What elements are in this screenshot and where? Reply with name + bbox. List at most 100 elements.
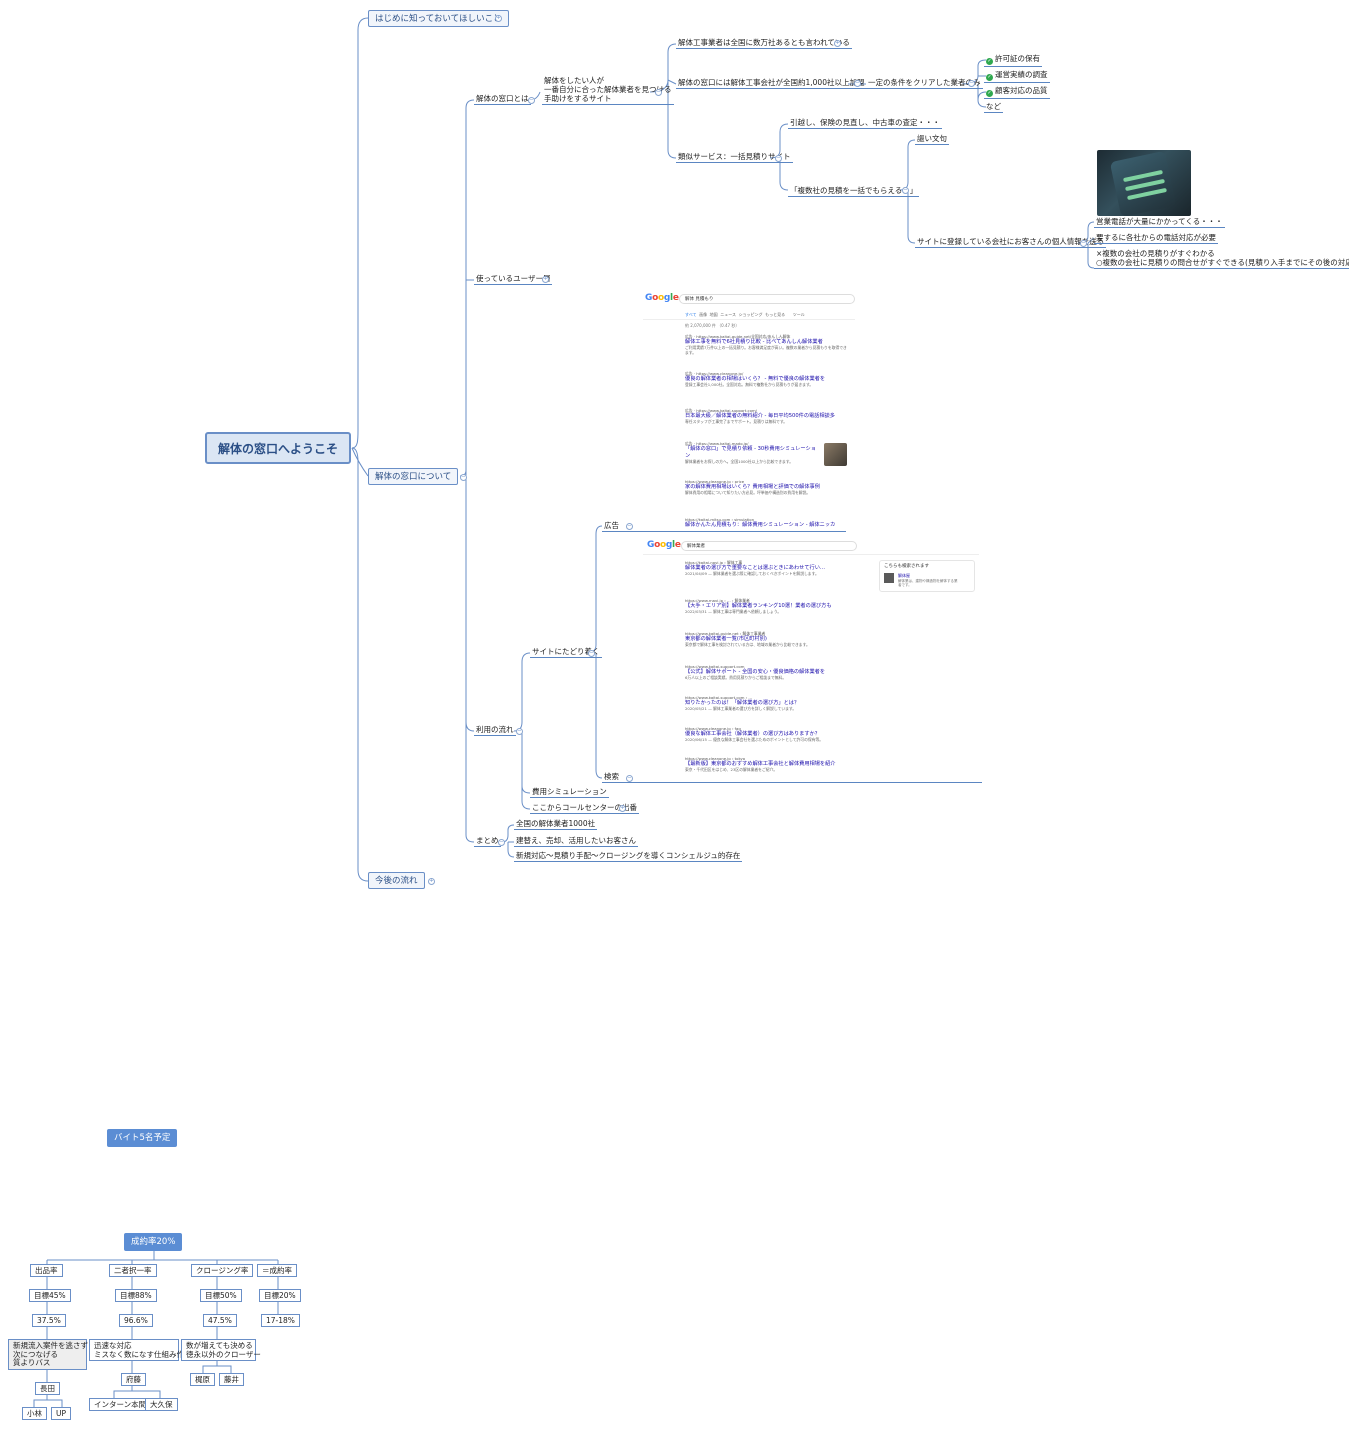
org-top-conversion[interactable]: 成約率20%	[124, 1233, 183, 1251]
org-col1-owner[interactable]: 長田	[35, 1382, 60, 1395]
related-thumbnail	[884, 573, 894, 583]
root-node[interactable]: 解体の窓口へようこそ	[205, 432, 351, 464]
org-col2-owner[interactable]: 府藤	[121, 1373, 146, 1386]
org-col1-member[interactable]: 小林	[22, 1407, 47, 1420]
node-summary[interactable]: まとめ	[474, 836, 501, 847]
node-partners[interactable]: 解体の窓口には解体工事会社が全国約1,000社以上加盟	[676, 78, 867, 89]
collapse-icon[interactable]: −	[902, 187, 909, 194]
node-criteria-record[interactable]: ✓運営実績の調査	[984, 70, 1050, 83]
node-criteria-etc[interactable]: など	[984, 102, 1003, 113]
org-col1-actual[interactable]: 37.5%	[32, 1314, 66, 1327]
check-icon: ✓	[986, 58, 993, 65]
org-col2-label[interactable]: 二者択一率	[109, 1264, 157, 1277]
collapse-icon[interactable]: −	[968, 80, 975, 87]
org-col3-label[interactable]: クロージング率	[191, 1264, 254, 1277]
node-users[interactable]: 使っているユーザー層	[474, 274, 553, 285]
node-industry-count[interactable]: 解体工事業者は全国に数万社あるとも言われている	[676, 38, 852, 49]
node-summary-customers[interactable]: 建替え、売却、活用したいお客さん	[514, 836, 638, 847]
result-thumbnail	[824, 443, 847, 466]
org-col1-member[interactable]: UP	[51, 1407, 72, 1420]
collapse-icon[interactable]: −	[626, 523, 633, 530]
collapse-icon[interactable]: −	[1080, 240, 1087, 247]
search-box: 解体 見積もり	[679, 294, 855, 304]
node-criteria-quality[interactable]: ✓顧客対応の品質	[984, 86, 1050, 99]
collapse-icon[interactable]: −	[655, 89, 662, 96]
org-col4-target[interactable]: 目標20%	[259, 1289, 301, 1302]
search-tabs: すべて 画像 地図 ニュース ショッピング もっと見る ツール	[685, 312, 805, 317]
collapse-icon[interactable]: −	[854, 80, 861, 87]
result-item: https://kaitai-navi.jp › 解体工事解体業者の選び方で重要…	[685, 560, 826, 576]
org-col1-label[interactable]: 出品率	[30, 1264, 63, 1277]
result-item: https://www.kaitai-guide.net › 解体工事業者東京都…	[685, 631, 810, 647]
search-ad-screenshot: Google 解体 見積もり すべて 画像 地図 ニュース ショッピング もっと…	[643, 290, 855, 532]
node-summary-concierge[interactable]: 新規対応～見積り手配～クロージングを導くコンシェルジュ的存在	[514, 851, 743, 862]
node-what-is-desc[interactable]: 解体をしたい人が 一番自分に合った解体業者を見つける 手助けをするサイト	[542, 76, 674, 105]
node-catchphrase-title[interactable]: 謳い文句	[915, 134, 949, 145]
node-intro[interactable]: はじめに知っておいてほしいこと	[368, 10, 509, 27]
result-item: 広告 · https://www.kaitai-mado.jp/「解体の窓口」で…	[685, 441, 816, 464]
check-icon: ✓	[986, 74, 993, 81]
result-count: 約 2,070,000 件 （0.47 秒）	[685, 323, 740, 328]
org-col1-target[interactable]: 目標45%	[29, 1289, 71, 1302]
org-col1-action[interactable]: 新規流入案件を逃さず 次につなげる 質よりバス	[8, 1339, 88, 1370]
check-icon: ✓	[986, 90, 993, 97]
collapse-icon[interactable]: −	[516, 728, 523, 735]
node-drawback-phone[interactable]: 要するに各社からの電話対応が必要	[1094, 233, 1218, 244]
org-col2-member[interactable]: 大久保	[145, 1398, 178, 1411]
node-search[interactable]: 検索	[602, 772, 982, 783]
node-flow[interactable]: 利用の流れ	[474, 725, 516, 736]
search-box: 解体業者	[681, 541, 857, 551]
node-simulation[interactable]: 費用シミュレーション	[530, 787, 609, 798]
org-col3-action[interactable]: 数が増えても決める 徳永以外のクローザー	[181, 1339, 261, 1361]
related-search-card: こちらも検索されます 解体屋 解体業は、建物や構造物を解体する業者です。	[879, 560, 975, 592]
collapse-icon[interactable]: −	[460, 474, 467, 481]
collapse-icon[interactable]: −	[588, 650, 595, 657]
result-item: 広告 · https://www.kaitai-support.com/日本最大…	[685, 408, 835, 424]
node-catchphrase[interactable]: 「複数社の見積を一括でもらえる！」	[788, 186, 920, 197]
node-reach-site[interactable]: サイトにたどり着く	[530, 647, 602, 658]
google-logo: Google	[645, 293, 679, 303]
org-col2-target[interactable]: 目標88%	[115, 1289, 157, 1302]
node-similar-service[interactable]: 類似サービス：一括見積りサイト	[676, 152, 793, 163]
org-col3-member[interactable]: 梶原	[190, 1373, 215, 1386]
node-register[interactable]: サイトに登録している会社にお客さんの個人情報を送る	[915, 237, 1107, 248]
result-item: https://www.cleanone.jp › tokyo【最新版】東京都の…	[685, 756, 836, 772]
node-criteria-license[interactable]: ✓許可証の保有	[984, 54, 1042, 67]
collapse-icon[interactable]: −	[626, 775, 633, 782]
node-ad[interactable]: 広告	[602, 521, 846, 532]
node-similar-examples[interactable]: 引越し、保険の見直し、中古車の査定・・・	[788, 118, 942, 129]
node-call-center[interactable]: ここからコールセンターの出番	[530, 803, 639, 814]
expand-icon[interactable]: +	[834, 40, 841, 47]
org-col4-label[interactable]: ＝成約率	[257, 1264, 297, 1277]
expand-icon[interactable]: +	[495, 15, 502, 22]
phone-notification-image	[1097, 150, 1191, 216]
org-col3-actual[interactable]: 47.5%	[203, 1314, 237, 1327]
node-drawback-calls[interactable]: 営業電話が大量にかかってくる・・・	[1094, 217, 1225, 228]
result-item: 広告 · https://www.cleanone.jp/優良の解体業者の相場は…	[685, 371, 826, 387]
result-item: https://www.kaitai-support.com【公式】解体サポート…	[685, 664, 826, 680]
result-item: https://www.kaitai-support.com › …知りたかった…	[685, 695, 800, 711]
google-logo: Google	[647, 540, 681, 550]
expand-icon[interactable]: +	[428, 878, 435, 885]
expand-icon[interactable]: +	[619, 805, 626, 812]
org-col2-actual[interactable]: 96.6%	[119, 1314, 153, 1327]
org-col3-member[interactable]: 藤井	[219, 1373, 244, 1386]
org-col2-action[interactable]: 迅速な対応 ミスなく数になす仕組み作り	[89, 1339, 192, 1361]
node-drawback-compare[interactable]: ×複数の会社の見積りがすぐわかる ○複数の会社に見積りの問合せがすぐできる(見積…	[1094, 249, 1349, 269]
expand-icon[interactable]: +	[542, 276, 549, 283]
node-about[interactable]: 解体の窓口について	[368, 468, 459, 485]
result-item: 広告 · https://www.kaitai-guide.net/全国対応/あ…	[685, 334, 847, 355]
node-future[interactable]: 今後の流れ	[368, 872, 425, 889]
org-col3-target[interactable]: 目標50%	[200, 1289, 242, 1302]
node-criteria[interactable]: 一定の条件をクリアした業者のみ	[866, 78, 983, 89]
collapse-icon[interactable]: −	[528, 97, 535, 104]
node-what-is[interactable]: 解体の窓口とは	[474, 94, 531, 105]
org-col4-actual[interactable]: 17-18%	[261, 1314, 300, 1327]
org-col2-member[interactable]: インターン本間	[89, 1398, 152, 1411]
collapse-icon[interactable]: −	[775, 155, 782, 162]
collapse-icon[interactable]: −	[498, 839, 505, 846]
node-summary-1000[interactable]: 全国の解体業者1000社	[514, 819, 598, 830]
note-part-timers: バイト5名予定	[107, 1129, 178, 1147]
